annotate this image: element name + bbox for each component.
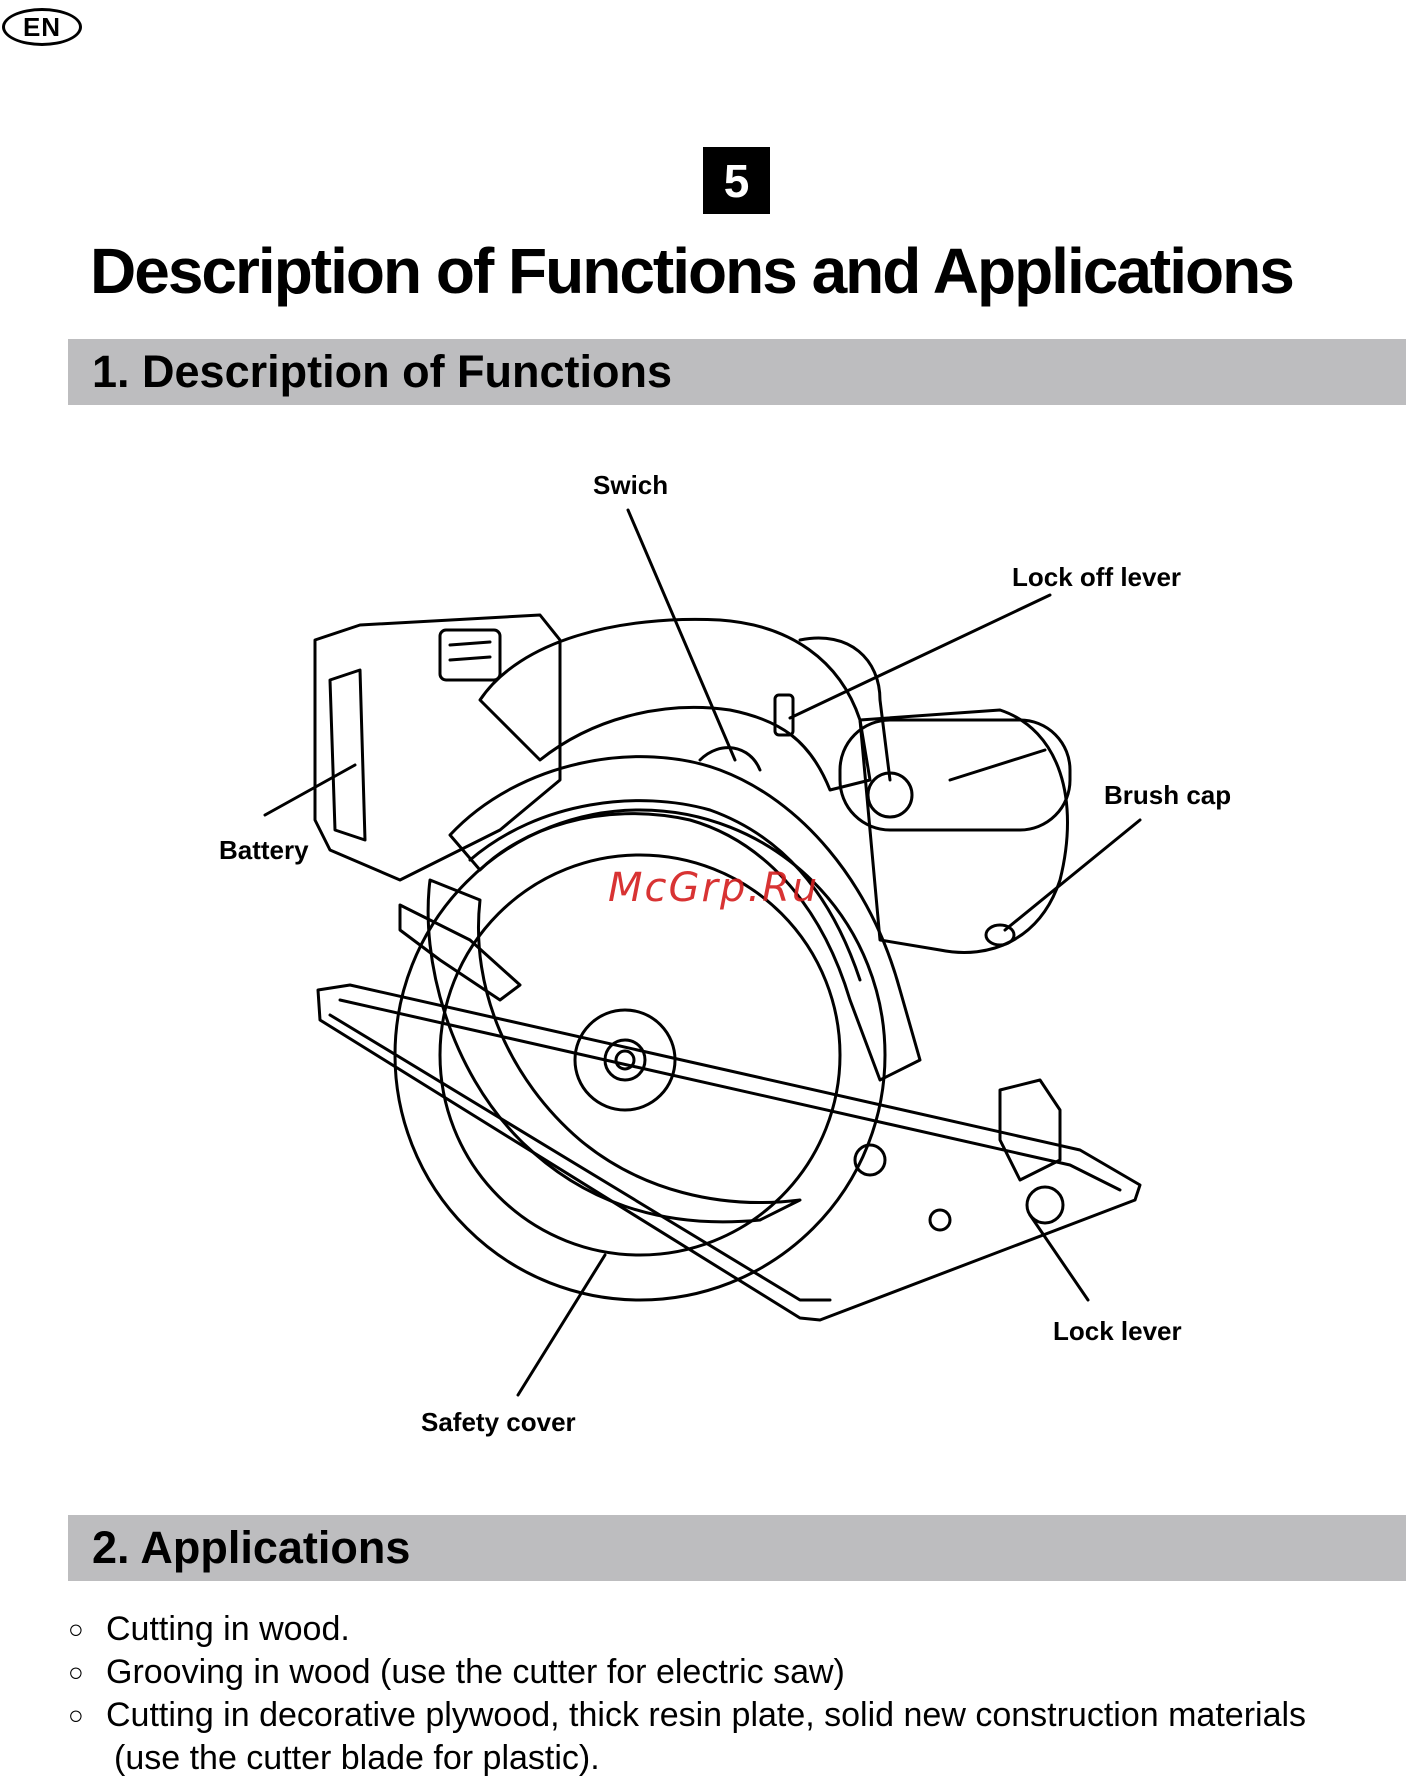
leader-safety-cover	[516, 1253, 607, 1397]
handle	[478, 617, 872, 792]
lock-lever	[998, 1078, 1062, 1182]
page-title: Description of Functions and Application…	[90, 235, 1295, 307]
motor-housing	[858, 708, 1069, 954]
callout-lock-off-lever: Lock off lever	[1012, 562, 1182, 592]
circular-saw-illustration	[263, 508, 1142, 1397]
section-heading-functions: 1. Description of Functions	[68, 339, 1406, 405]
callout-brush-cap: Brush cap	[1104, 780, 1232, 810]
safety-cover	[426, 878, 802, 1224]
bullet-icon: ○	[68, 1700, 84, 1730]
watermark: McGrp.Ru	[608, 865, 820, 911]
list-item: ○ Cutting in wood.	[68, 1608, 1306, 1651]
list-item-text: Cutting in decorative plywood, thick res…	[106, 1696, 1307, 1734]
callout-switch: Swich	[593, 470, 669, 500]
leader-lock-off	[788, 593, 1052, 720]
list-item-text: Grooving in wood (use the cutter for ele…	[106, 1653, 845, 1691]
list-item: ○ Cutting in decorative plywood, thick r…	[68, 1694, 1306, 1780]
upper-guard	[448, 755, 922, 1082]
leader-brush-cap	[1003, 818, 1142, 932]
leader-lock-lever	[1028, 1213, 1090, 1302]
list-item-text: Cutting in wood.	[106, 1610, 350, 1648]
applications-list: ○ Cutting in wood. ○ Grooving in wood (u…	[68, 1608, 1306, 1780]
callout-safety-cover: Safety cover	[421, 1407, 576, 1437]
callout-lock-lever: Lock lever	[1053, 1316, 1182, 1346]
battery-pack	[313, 613, 562, 882]
callout-battery: Battery	[219, 835, 309, 865]
language-badge: EN	[2, 8, 82, 46]
base-plate	[316, 983, 1142, 1322]
chapter-number: 5	[703, 147, 770, 214]
leader-battery	[263, 763, 357, 817]
leader-switch	[626, 508, 737, 762]
saw-blade	[393, 808, 887, 1302]
list-item: ○ Grooving in wood (use the cutter for e…	[68, 1651, 1306, 1694]
brush-cap-housing	[838, 718, 1072, 832]
list-item-continuation: (use the cutter blade for plastic).	[114, 1739, 600, 1777]
blade-arbor	[573, 1008, 677, 1112]
bullet-icon: ○	[68, 1657, 84, 1687]
section-heading-applications: 2. Applications	[68, 1515, 1406, 1581]
brush-cap	[984, 923, 1016, 947]
bullet-icon: ○	[68, 1614, 84, 1644]
